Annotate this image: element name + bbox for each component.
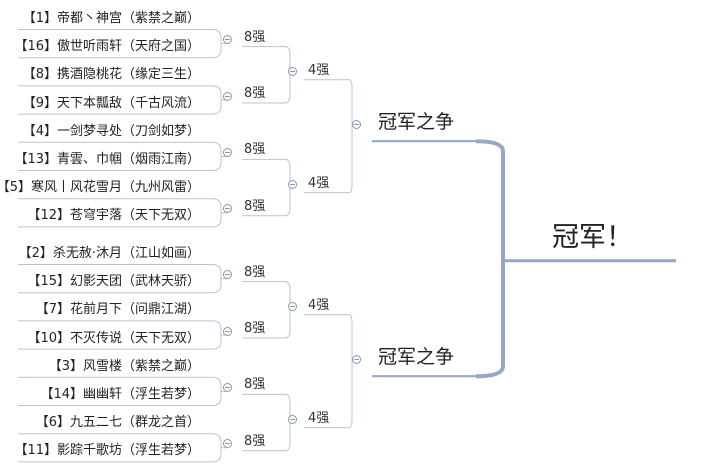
collapse-toggle-r8[interactable]: [222, 35, 232, 45]
round4-label: 4强: [308, 410, 330, 426]
round4-label: 4强: [308, 297, 330, 313]
match-bracket: [211, 320, 222, 350]
collapse-toggle-r8[interactable]: [222, 382, 232, 392]
team-label: 【6】九五二七（群龙之首）: [35, 415, 200, 431]
round4-label: 4强: [308, 175, 330, 191]
collapse-toggle-r4[interactable]: [287, 67, 297, 77]
team-label: 【2】杀无赦·沐月（江山如画）: [18, 246, 200, 261]
team-label: 【15】幻影天团（武林天骄）: [27, 274, 200, 290]
match-bracket: [211, 433, 222, 463]
round8-label: 8强: [244, 86, 266, 101]
team-label: 【10】不灭传说（天下无双）: [27, 330, 200, 346]
match-bracket: [211, 198, 222, 228]
team-label: 【3】风雪楼（紫禁之巅）: [48, 358, 200, 374]
round8-label: 8强: [244, 264, 266, 280]
match-bracket: [348, 314, 353, 429]
collapse-toggle-r8[interactable]: [222, 270, 232, 280]
collapse-toggle-final[interactable]: [351, 354, 361, 364]
final-label: 冠军之争: [378, 346, 455, 369]
collapse-toggle-r4[interactable]: [287, 415, 297, 425]
team-label: 【8】携酒隐桃花（缘定三生）: [22, 67, 200, 83]
team-label: 【7】花前月下（问鼎江湖）: [35, 302, 200, 318]
collapse-toggle-r8[interactable]: [222, 439, 232, 449]
round4-label: 4强: [308, 62, 330, 78]
round8-label: 8强: [244, 142, 266, 158]
team-label: 【12】苍穹宇落（天下无双）: [27, 208, 200, 224]
team-label: 【11】影踪千歌坊（浮生若梦）: [14, 443, 200, 459]
round8-label: 8强: [244, 433, 266, 449]
match-bracket: [211, 85, 222, 115]
champion-label: 冠军！: [552, 221, 633, 253]
round8-label: 8强: [244, 321, 266, 336]
match-bracket: [211, 264, 222, 294]
team-label: 【13】青雲、巾帼（烟雨江南）: [14, 152, 200, 167]
round8-label: 8强: [244, 29, 266, 45]
round8-label: 8强: [244, 377, 266, 393]
match-bracket: [211, 29, 222, 59]
team-label: 【14】幽幽轩（浮生若梦）: [40, 387, 200, 402]
collapse-toggle-r8[interactable]: [222, 326, 232, 336]
collapse-toggle-r4[interactable]: [287, 180, 297, 190]
champion-bracket: [475, 139, 505, 379]
collapse-toggle-final[interactable]: [351, 119, 361, 129]
collapse-toggle-r8[interactable]: [222, 91, 232, 101]
match-bracket: [211, 376, 222, 406]
final-label: 冠军之争: [378, 111, 455, 134]
team-label: 【1】帝都丶神宫（紫禁之巅）: [22, 11, 200, 26]
collapse-toggle-r4[interactable]: [287, 302, 297, 312]
collapse-toggle-r8[interactable]: [222, 147, 232, 157]
match-bracket: [348, 79, 353, 194]
team-label: 【5】寒风丨风花雪月（九州风雷）: [0, 180, 200, 196]
match-bracket: [211, 141, 222, 171]
round8-label: 8强: [244, 198, 266, 214]
team-label: 【16】傲世听雨轩（天府之国）: [14, 39, 200, 55]
collapse-toggle-r8[interactable]: [222, 204, 232, 214]
team-label: 【4】一剑梦寻处（刀剑如梦）: [22, 123, 200, 139]
team-label: 【9】天下本瓢敌（千古风流）: [22, 95, 200, 111]
